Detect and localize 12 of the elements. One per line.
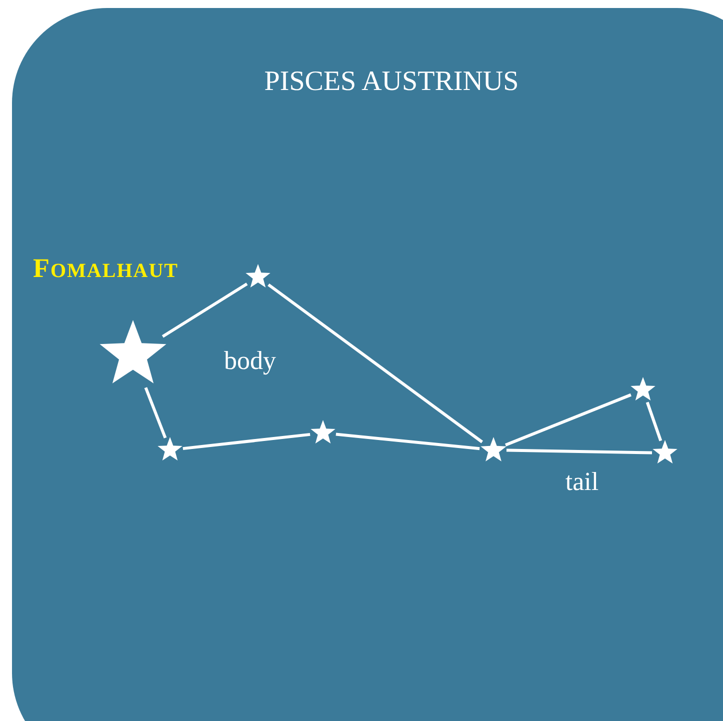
- constellation-line: [504, 393, 632, 446]
- star-name: FOMALHAUT: [33, 253, 178, 284]
- constellation-line: [182, 432, 310, 450]
- constellation-line: [162, 282, 248, 338]
- constellation-line: [336, 432, 480, 450]
- constellation-line: [506, 448, 652, 454]
- constellation-line: [646, 402, 662, 442]
- constellation-line: [144, 387, 167, 438]
- constellation-line: [268, 284, 484, 444]
- part-label: body: [223, 346, 277, 376]
- title: PISCES AUSTRINUS: [263, 66, 520, 98]
- part-label: tail: [564, 467, 600, 497]
